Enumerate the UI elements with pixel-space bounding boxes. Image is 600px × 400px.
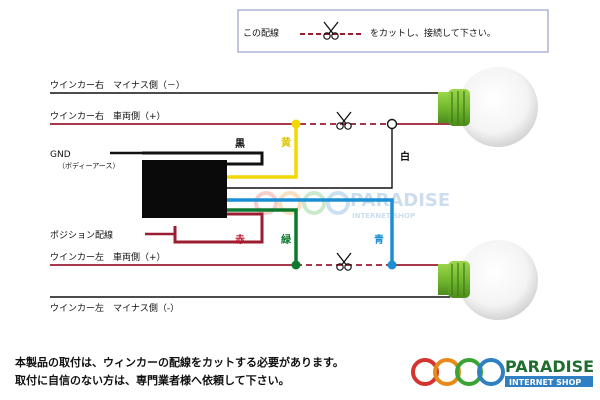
label-green: 緑 bbox=[281, 233, 292, 246]
note-line-1: 本製品の取付は、ウィンカーの配線をカットする必要があります。 bbox=[15, 355, 344, 369]
white-wire bbox=[227, 124, 393, 189]
left-scissors-icon bbox=[336, 252, 352, 271]
red-wire-lower bbox=[173, 226, 264, 244]
blue-joint bbox=[387, 260, 397, 270]
blue-wire bbox=[227, 198, 394, 265]
left-bulb bbox=[438, 240, 538, 320]
label-right-minus: ウインカー右 マイナス側（－） bbox=[50, 79, 185, 91]
label-yellow: 黄 bbox=[281, 136, 291, 149]
right-bulb bbox=[438, 67, 538, 147]
red-wire-upper bbox=[227, 212, 264, 226]
legend-suffix: をカットし、接続して下さい。 bbox=[370, 27, 496, 39]
watermark-sub: INTERNET SHOP bbox=[352, 212, 415, 220]
label-red: 赤 bbox=[235, 233, 245, 246]
legend-box: この配線 をカットし、接続して下さい。 bbox=[237, 9, 549, 53]
label-left-minus: ウインカー左 マイナス側（-） bbox=[50, 302, 179, 314]
white-joint bbox=[386, 118, 398, 130]
label-gnd: GND bbox=[50, 150, 71, 160]
right-scissors-icon bbox=[336, 111, 352, 130]
green-wire bbox=[227, 208, 298, 265]
label-right-car: ウインカー右 車両側（+） bbox=[50, 110, 166, 122]
green-joint bbox=[291, 260, 301, 270]
black-wire bbox=[142, 151, 264, 166]
label-left-car: ウインカー左 車両側（+） bbox=[50, 251, 166, 263]
logo-sub: INTERNET SHOP bbox=[509, 378, 581, 387]
watermark: PARADISE INTERNET SHOP bbox=[254, 190, 450, 220]
label-white: 白 bbox=[400, 150, 410, 163]
yellow-joint bbox=[291, 119, 301, 129]
shop-logo: PARADISE INTERNET SHOP bbox=[411, 357, 594, 387]
yellow-wire bbox=[227, 124, 298, 179]
label-position: ポジション配線 bbox=[50, 229, 113, 241]
control-unit bbox=[142, 160, 227, 218]
label-black: 黒 bbox=[235, 138, 245, 150]
watermark-brand: PARADISE bbox=[350, 190, 450, 211]
note-line-2: 取付に自信のない方は、専門業者様へ依頼して下さい。 bbox=[15, 373, 290, 387]
legend-prefix: この配線 bbox=[243, 27, 279, 39]
label-gnd-sub: （ボディーアース） bbox=[58, 161, 119, 170]
logo-brand: PARADISE bbox=[505, 357, 594, 376]
label-blue: 青 bbox=[374, 233, 384, 246]
